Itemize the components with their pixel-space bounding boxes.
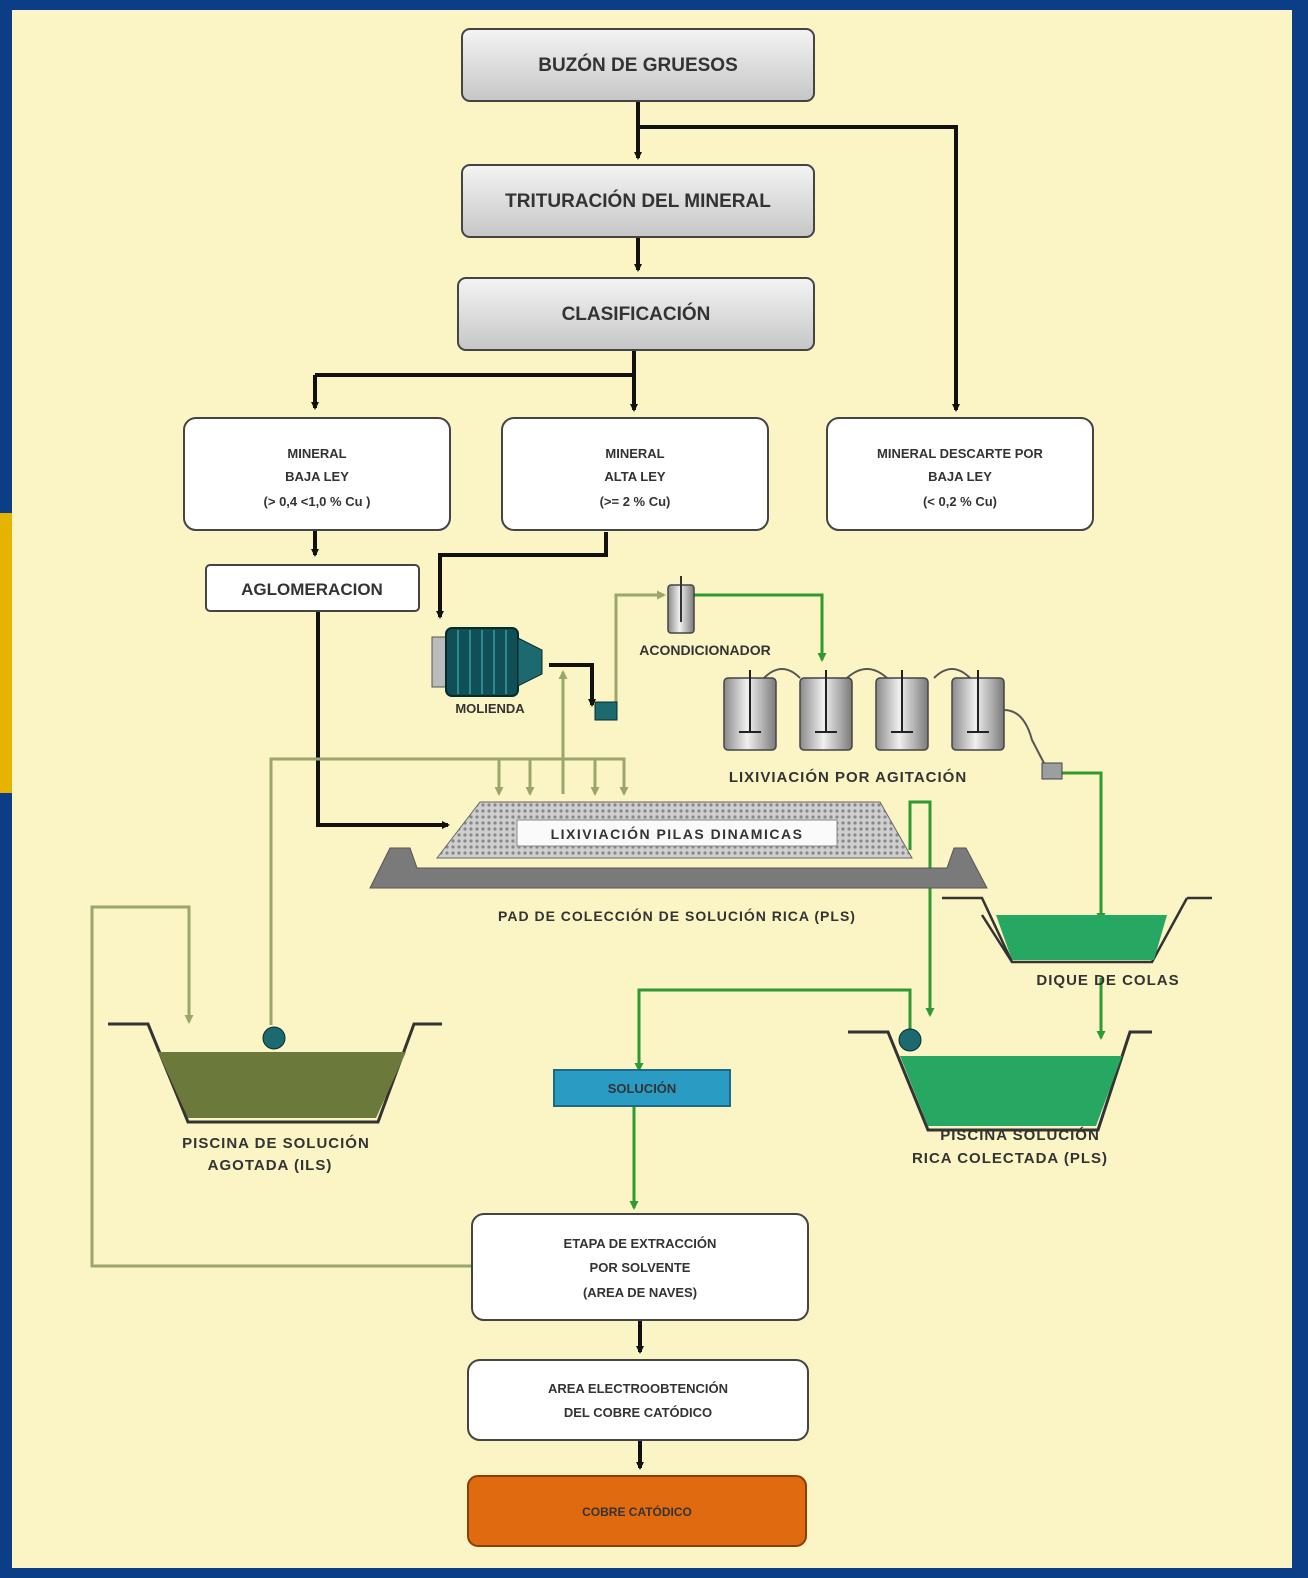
piscina-rica-line2: RICA COLECTADA (PLS) xyxy=(912,1150,1108,1167)
process-flow-diagram: BUZÓN DE GRUESOS TRITURACIÓN DEL MINERAL… xyxy=(90,28,1212,1547)
node-clasificacion: CLASIFICACIÓN xyxy=(457,277,815,351)
node-aglomeracion: AGLOMERACION xyxy=(205,564,420,612)
piscina-agotada-line1: PISCINA DE SOLUCIÓN xyxy=(182,1134,370,1152)
piscina-agotada-line2: AGOTADA (ILS) xyxy=(208,1157,333,1174)
mill-icon xyxy=(431,627,618,721)
alta-ley-line1: MINERAL xyxy=(605,446,664,461)
node-buzon: BUZÓN DE GRUESOS xyxy=(461,28,815,102)
node-solucion: SOLUCIÓN xyxy=(553,1069,731,1107)
pad-label: PAD DE COLECCIÓN DE SOLUCIÓN RICA (PLS) xyxy=(498,907,856,924)
extraccion-line2: POR SOLVENTE xyxy=(590,1260,691,1275)
node-alta-ley: MINERAL ALTA LEY (>= 2 % Cu) xyxy=(501,417,769,531)
node-trituracion-label: TRITURACIÓN DEL MINERAL xyxy=(505,190,771,212)
node-descarte: MINERAL DESCARTE POR BAJA LEY (< 0,2 % C… xyxy=(826,417,1094,531)
node-buzon-label: BUZÓN DE GRUESOS xyxy=(538,54,738,76)
extraccion-line1: ETAPA DE EXTRACCIÓN xyxy=(564,1236,717,1251)
molienda-label: MOLIENDA xyxy=(455,701,525,716)
node-extraccion: ETAPA DE EXTRACCIÓN POR SOLVENTE (AREA D… xyxy=(471,1213,809,1321)
descarte-line2: BAJA LEY xyxy=(928,469,992,484)
acondicionador-label: ACONDICIONADOR xyxy=(639,642,770,658)
aglomeracion-label: AGLOMERACION xyxy=(241,580,383,599)
cobre-label: COBRE CATÓDICO xyxy=(582,1504,692,1519)
baja-ley-line2: BAJA LEY xyxy=(285,469,349,484)
depleted-solution-pond xyxy=(108,1022,442,1124)
solucion-label: SOLUCIÓN xyxy=(608,1081,677,1096)
rich-solution-pond xyxy=(848,1028,1152,1132)
alta-ley-line3: (>= 2 % Cu) xyxy=(600,494,671,509)
lix-agitacion-label: LIXIVIACIÓN POR AGITACIÓN xyxy=(729,768,967,786)
node-clasificacion-label: CLASIFICACIÓN xyxy=(562,303,711,325)
node-electroobtencion: AREA ELECTROOBTENCIÓN DEL COBRE CATÓDICO xyxy=(467,1359,809,1441)
descarte-line1: MINERAL DESCARTE POR xyxy=(877,446,1043,461)
heap-leach-pad: LIXIVIACIÓN PILAS DINAMICAS xyxy=(369,801,988,889)
mill-pump-icon xyxy=(594,701,618,721)
rich-pond-pump-icon xyxy=(898,1028,922,1052)
agitation-pump-icon xyxy=(1041,762,1063,780)
diagram-canvas: BUZÓN DE GRUESOS TRITURACIÓN DEL MINERAL… xyxy=(12,10,1292,1568)
node-trituracion: TRITURACIÓN DEL MINERAL xyxy=(461,164,815,238)
electro-line2: DEL COBRE CATÓDICO xyxy=(564,1405,712,1420)
olive-flow-lines xyxy=(90,590,666,1268)
node-baja-ley: MINERAL BAJA LEY (> 0,4 <1,0 % Cu ) xyxy=(183,417,451,531)
extraccion-line3: (AREA DE NAVES) xyxy=(583,1285,697,1300)
piscina-rica-line1: PISCINA SOLUCIÓN xyxy=(940,1126,1100,1144)
baja-ley-line3: (> 0,4 <1,0 % Cu ) xyxy=(264,494,371,509)
conditioner-tank-icon xyxy=(667,576,695,634)
black-flow-lines xyxy=(311,102,960,1470)
electro-line1: AREA ELECTROOBTENCIÓN xyxy=(548,1381,728,1396)
baja-ley-line1: MINERAL xyxy=(287,446,346,461)
descarte-line3: (< 0,2 % Cu) xyxy=(923,494,997,509)
green-flow-lines xyxy=(629,593,1106,1210)
lix-pilas-label: LIXIVIACIÓN PILAS DINAMICAS xyxy=(551,825,804,842)
alta-ley-line2: ALTA LEY xyxy=(604,469,665,484)
dique-label: DIQUE DE COLAS xyxy=(1036,972,1179,989)
agitation-tanks-icon xyxy=(723,668,1063,780)
depleted-pond-pump-icon xyxy=(262,1026,286,1050)
node-cobre: COBRE CATÓDICO xyxy=(467,1475,807,1547)
tailings-dam xyxy=(942,896,1212,964)
